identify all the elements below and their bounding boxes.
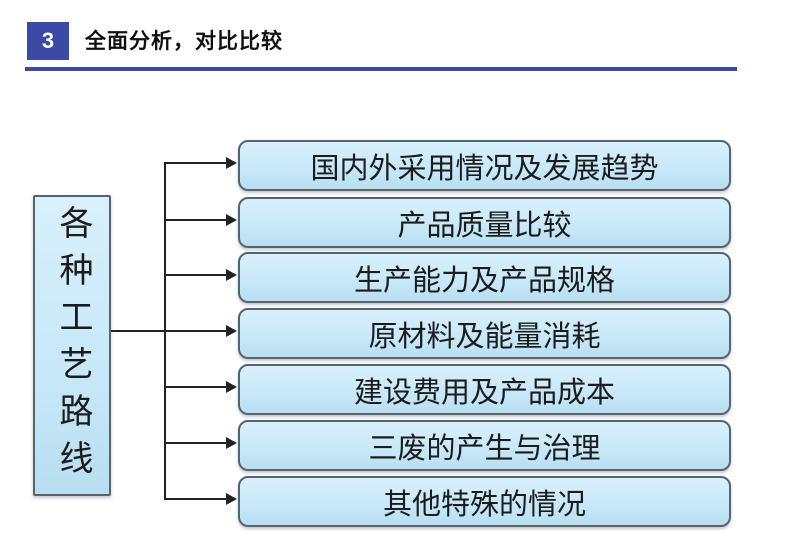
header-divider: [25, 67, 737, 71]
root-node-process-routes: 各种工艺路线: [33, 195, 111, 496]
connector-branch-line: [165, 162, 227, 164]
branch-box-adoption-trends: 国内外采用情况及发展趋势: [238, 140, 731, 191]
branch-box-waste-treatment: 三废的产生与治理: [238, 420, 731, 471]
connector-branch-line: [165, 219, 227, 221]
branch-box-other-special: 其他特殊的情况: [238, 476, 731, 527]
arrowhead-icon: [226, 269, 237, 281]
section-number-badge: 3: [27, 22, 69, 60]
arrowhead-icon: [226, 437, 237, 449]
arrowhead-icon: [226, 381, 237, 393]
connector-branch-line: [165, 498, 227, 500]
connector-branch-line: [165, 386, 227, 388]
arrowhead-icon: [226, 157, 237, 169]
branch-box-cost: 建设费用及产品成本: [238, 364, 731, 415]
arrowhead-icon: [226, 214, 237, 226]
connector-branch-line: [165, 442, 227, 444]
page-title: 全面分析，对比比较: [85, 30, 283, 53]
connector-branch-line: [165, 274, 227, 276]
connector-main-line: [105, 330, 227, 332]
root-node-label: 各种工艺路线: [54, 204, 91, 487]
arrowhead-icon: [226, 493, 237, 505]
arrowhead-icon: [226, 325, 237, 337]
branch-box-materials-energy: 原材料及能量消耗: [238, 308, 731, 359]
branch-box-product-quality: 产品质量比较: [238, 197, 731, 248]
branch-box-capacity-specs: 生产能力及产品规格: [238, 252, 731, 303]
